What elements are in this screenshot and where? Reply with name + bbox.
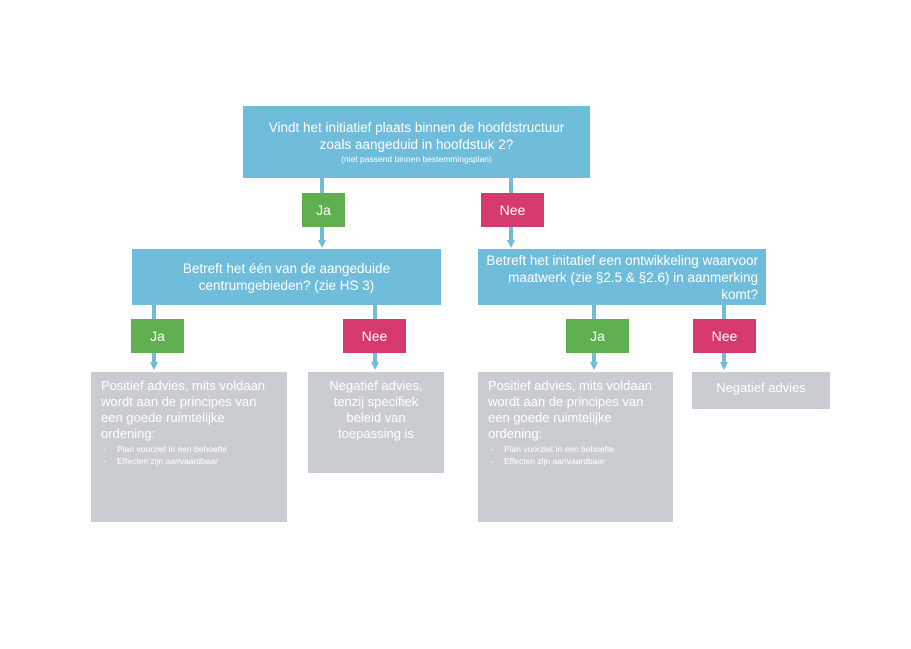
root-question-text: Vindt het initiatief plaats binnen de ho… — [268, 120, 565, 152]
list-item: Effecten zijn aanvaardbaar — [101, 455, 277, 467]
right-yes-outcome-text: Positief advies, mits voldaan wordt aan … — [488, 378, 653, 441]
right-no-label: Nee — [693, 319, 756, 353]
root-yes-label: Ja — [302, 193, 345, 227]
root-question-note: (niet passend binnen bestemmingsplan) — [341, 154, 492, 164]
left-yes-outcome-text: Positief advies, mits voldaan wordt aan … — [101, 378, 266, 441]
right-no-outcome-text: Negatief advies — [716, 380, 806, 395]
right-no-outcome: Negatief advies — [692, 372, 830, 409]
left-question-box: Betreft het één van de aangeduide centru… — [132, 249, 441, 305]
right-yes-outcome-bullets: Plan voorziet in een behoefte Effecten z… — [488, 443, 663, 467]
right-question-box: Betreft het initatief een ontwikkeling w… — [478, 249, 766, 305]
right-question-text: Betreft het initatief een ontwikkeling w… — [486, 252, 758, 302]
root-no-label: Nee — [481, 193, 544, 227]
left-yes-outcome: Positief advies, mits voldaan wordt aan … — [91, 372, 287, 522]
left-yes-outcome-bullets: Plan voorziet in een behoefte Effecten z… — [101, 443, 277, 467]
list-item: Plan voorziet in een behoefte — [101, 443, 277, 455]
root-question-box: Vindt het initiatief plaats binnen de ho… — [243, 106, 590, 178]
right-yes-label: Ja — [566, 319, 629, 353]
left-no-label: Nee — [343, 319, 406, 353]
left-no-outcome-text: Negatief advies, tenzij specifiek beleid… — [329, 378, 423, 441]
list-item: Plan voorziet in een behoefte — [488, 443, 663, 455]
left-question-text: Betreft het één van de aangeduide centru… — [182, 261, 391, 293]
right-yes-outcome: Positief advies, mits voldaan wordt aan … — [478, 372, 673, 522]
list-item: Effecten zijn aanvaardbaar — [488, 455, 663, 467]
left-yes-label: Ja — [131, 319, 184, 353]
left-no-outcome: Negatief advies, tenzij specifiek beleid… — [308, 372, 444, 473]
